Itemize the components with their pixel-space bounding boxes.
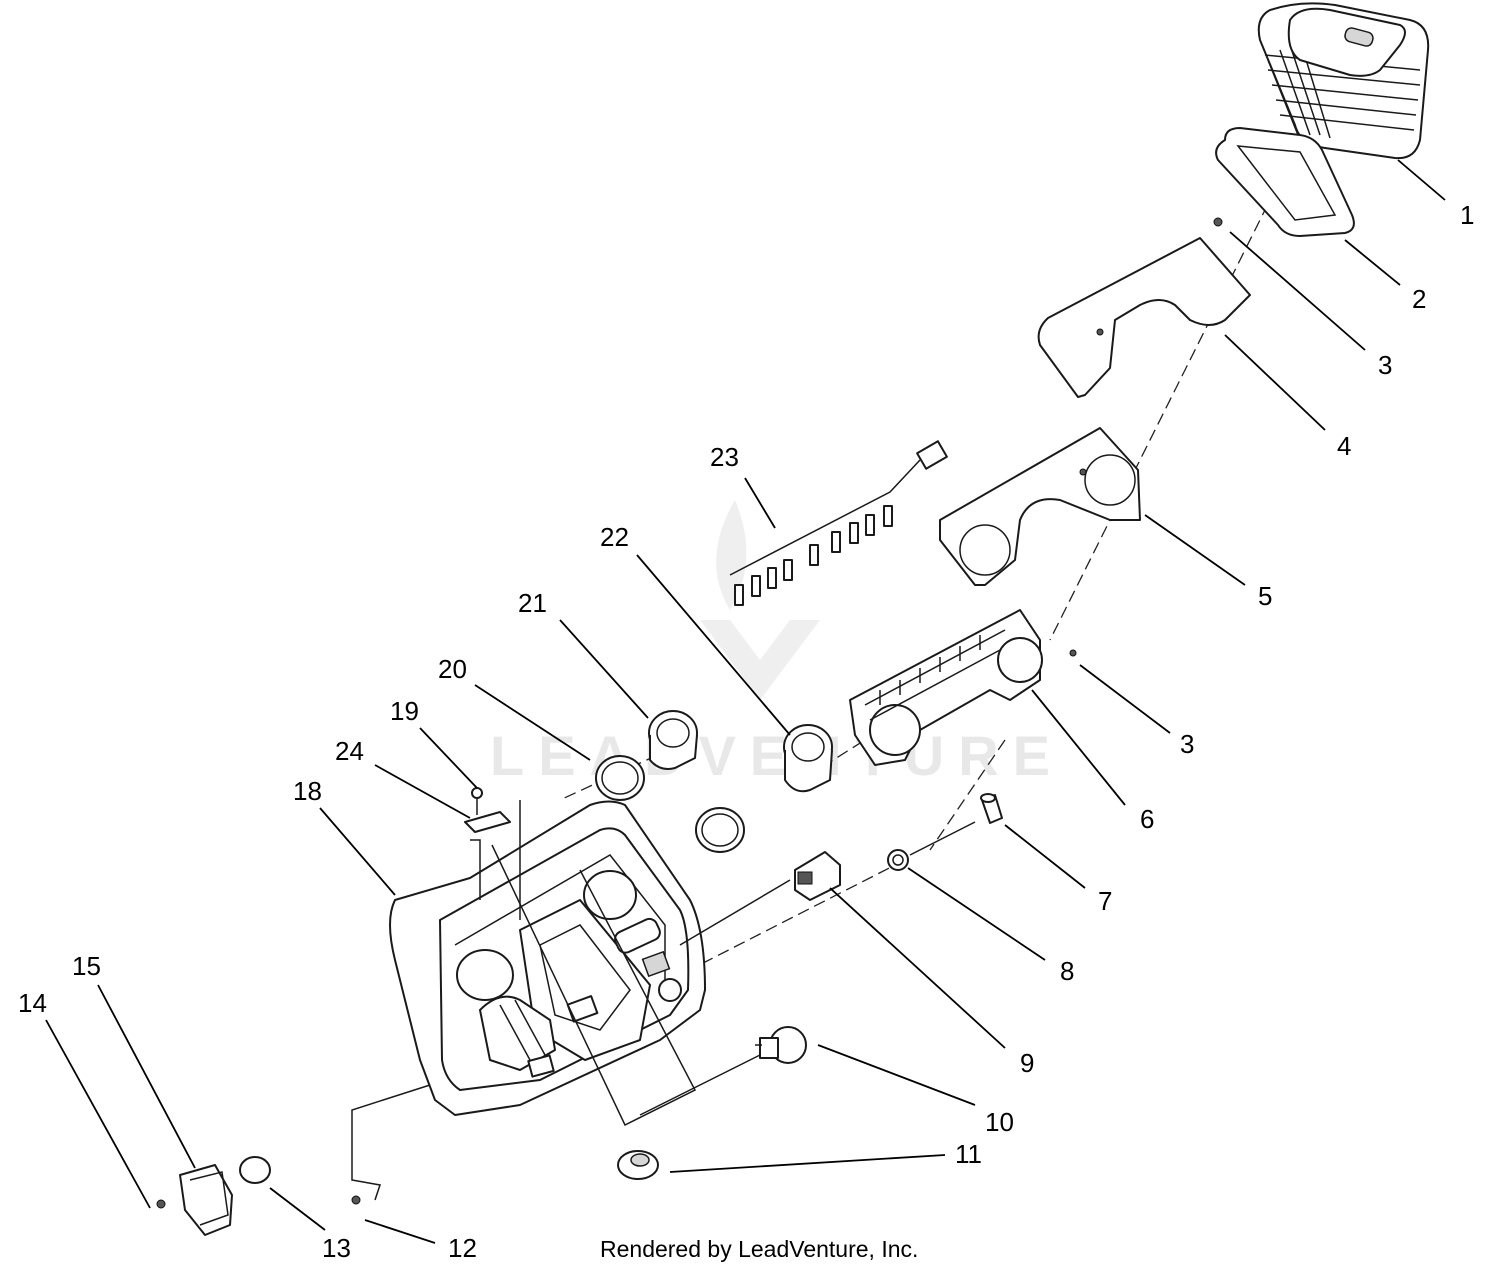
callout-18: 18 [293, 776, 322, 806]
callout-labels: 1 2 3 4 23 22 5 21 20 19 3 24 18 6 7 8 1… [18, 200, 1474, 1263]
part-13-bulb [239, 1156, 271, 1184]
callout-2: 2 [1412, 284, 1426, 314]
callout-8: 8 [1060, 956, 1074, 986]
callout-9: 9 [1020, 1048, 1034, 1078]
part-2-gasket [1215, 127, 1355, 237]
part-23-wire-harness [729, 440, 948, 606]
part-7-bushing [980, 793, 1003, 824]
callout-5: 5 [1258, 581, 1272, 611]
callout-3-lower: 3 [1180, 729, 1194, 759]
callout-14: 14 [18, 988, 47, 1018]
part-18-dash-housing [389, 800, 706, 1116]
part-6-gauge-bracket [849, 609, 1077, 766]
part-4-plate [1037, 237, 1251, 398]
part-1-top-cover [1257, 2, 1430, 160]
part-15-socket [179, 1164, 233, 1236]
callout-10: 10 [985, 1107, 1014, 1137]
watermark-text: LEADVENTURE [490, 724, 1064, 787]
render-credit: Rendered by LeadVenture, Inc. [600, 1236, 919, 1262]
callout-22: 22 [600, 522, 629, 552]
callout-3-upper: 3 [1378, 350, 1392, 380]
callout-15: 15 [72, 951, 101, 981]
part-24-clip [464, 811, 511, 833]
callout-7: 7 [1098, 886, 1112, 916]
assembly-guide-lines [351, 800, 976, 1201]
callout-6: 6 [1140, 804, 1154, 834]
part-22-gauge [783, 724, 833, 793]
callout-12: 12 [448, 1233, 477, 1263]
leader-lines [45, 159, 1446, 1244]
callout-19: 19 [390, 696, 419, 726]
part-12-screw [351, 1195, 361, 1205]
part-10-lamp [755, 1026, 807, 1064]
part-20-bezel-ring [595, 755, 745, 853]
callout-24: 24 [335, 736, 364, 766]
part-11-knob [617, 1150, 659, 1180]
callout-21: 21 [518, 588, 547, 618]
callout-13: 13 [322, 1233, 351, 1263]
callout-23: 23 [710, 442, 739, 472]
part-19-screw [471, 787, 483, 815]
part-5-decal [939, 427, 1141, 586]
callout-1: 1 [1460, 200, 1474, 230]
part-21-gauge [648, 710, 698, 770]
part-14-screw [156, 1199, 166, 1209]
part-9-switch [794, 851, 841, 901]
callout-20: 20 [438, 654, 467, 684]
callout-11: 11 [955, 1139, 982, 1169]
part-8-nut [887, 849, 909, 871]
callout-4: 4 [1337, 431, 1351, 461]
